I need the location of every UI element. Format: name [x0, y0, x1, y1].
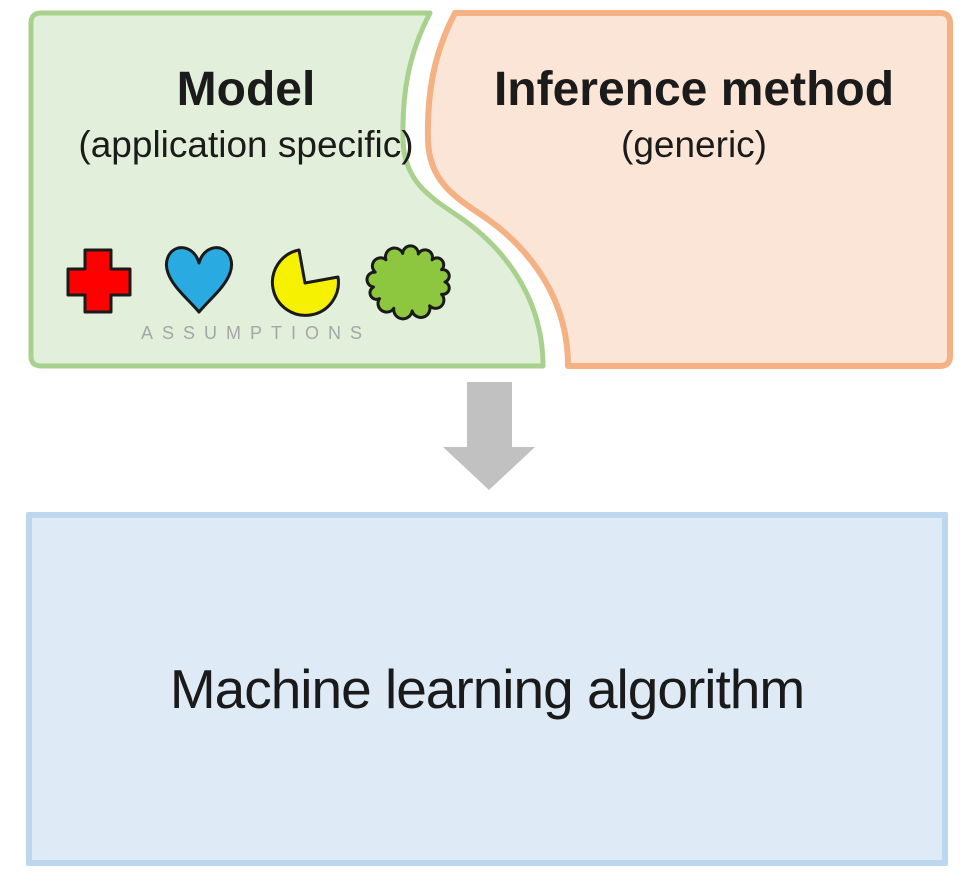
- model-title: Model: [176, 63, 316, 116]
- pacman-icon: [270, 248, 340, 317]
- ml-algorithm-label: Machine learning algorithm: [169, 658, 805, 720]
- assumptions-label: Assumptions: [140, 317, 372, 345]
- heart-icon: [164, 246, 234, 314]
- ml-algorithm-box: Machine learning algorithm: [26, 512, 948, 866]
- cloud-icon: [365, 244, 451, 321]
- inference-title: Inference method: [493, 63, 895, 116]
- inference-piece-shape: [424, 10, 953, 369]
- down-arrow-icon: [443, 382, 535, 490]
- model-subtitle: (application specific): [78, 124, 414, 165]
- inference-subtitle: (generic): [621, 124, 767, 165]
- cross-icon: [66, 248, 132, 314]
